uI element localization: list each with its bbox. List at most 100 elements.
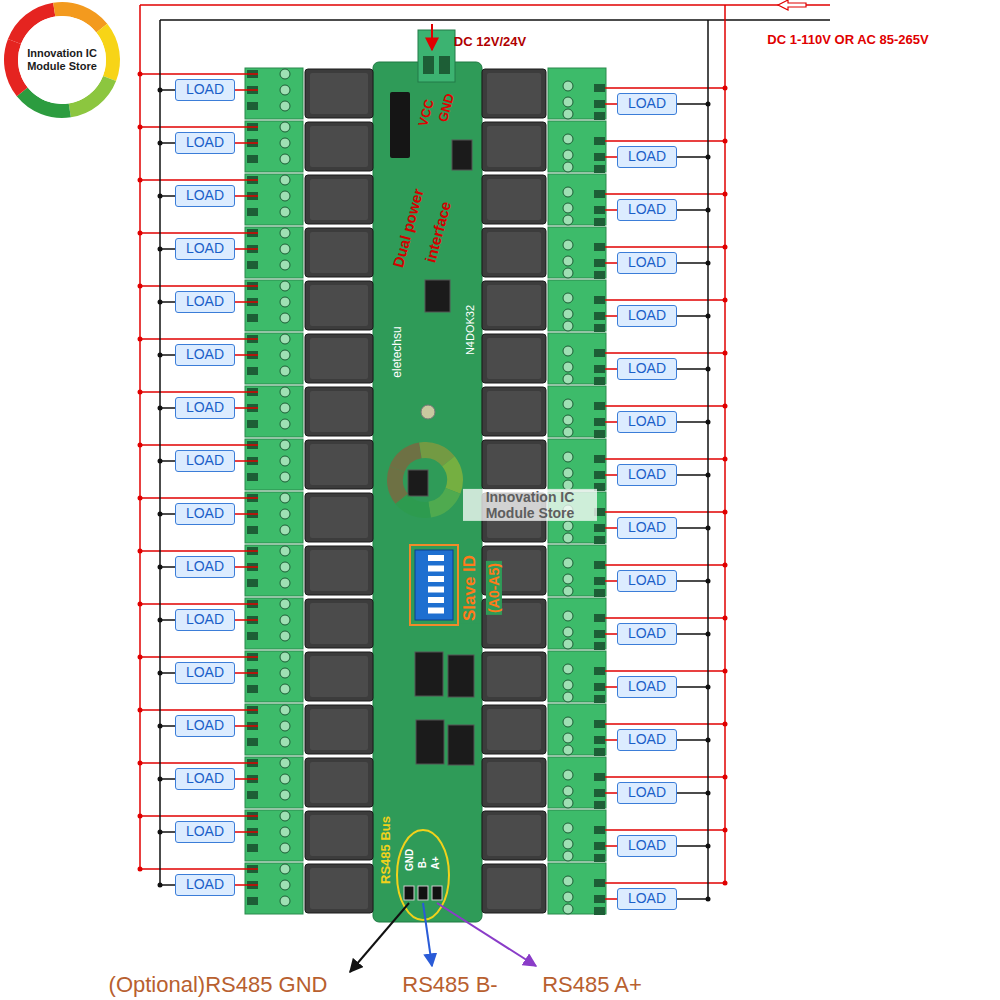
terminal-entry xyxy=(594,683,605,691)
relay xyxy=(305,69,373,118)
relay xyxy=(305,599,373,648)
relay-top xyxy=(487,815,541,856)
load-label: LOAD xyxy=(628,573,666,588)
terminal-entry xyxy=(594,137,605,145)
watermark-ring-segment xyxy=(387,466,408,504)
relay xyxy=(305,493,373,542)
terminal-screw xyxy=(280,313,290,323)
live-wire xyxy=(605,776,725,778)
dip-lever xyxy=(428,597,444,603)
relay xyxy=(482,175,546,224)
relay-top xyxy=(310,285,368,326)
load-label: LOAD xyxy=(628,891,666,906)
terminal-screw xyxy=(280,154,290,164)
terminal-entry xyxy=(594,642,605,650)
terminal-screw xyxy=(563,97,573,107)
relay-top xyxy=(487,232,541,273)
load-label: LOAD xyxy=(628,626,666,641)
dip-lever xyxy=(428,587,444,593)
live-wire xyxy=(605,209,617,211)
load-label: LOAD xyxy=(186,294,224,309)
terminal-entry xyxy=(594,365,605,373)
live-wire xyxy=(235,248,258,250)
terminal-screw xyxy=(280,758,290,768)
load-label: LOAD xyxy=(186,665,224,680)
ic-chip xyxy=(448,655,474,697)
load-box: LOAD xyxy=(617,358,677,380)
terminal-block xyxy=(245,863,303,914)
terminal-screw xyxy=(280,472,290,482)
watermark: Innovation IC Module Store xyxy=(463,489,597,521)
load-label: LOAD xyxy=(628,308,666,323)
relay xyxy=(305,705,373,754)
load-label: LOAD xyxy=(186,824,224,839)
dc-jack xyxy=(390,92,410,158)
terminal-entry xyxy=(594,879,605,887)
terminal-entry xyxy=(247,579,258,587)
live-wire xyxy=(605,617,725,619)
live-wire xyxy=(235,354,258,356)
live-wire xyxy=(605,511,725,513)
relay-top xyxy=(310,338,368,379)
relay xyxy=(482,864,546,913)
terminal-screw xyxy=(280,207,290,217)
terminal-screw xyxy=(280,85,290,95)
terminal-screw xyxy=(563,692,573,702)
relay xyxy=(482,652,546,701)
live-wire xyxy=(140,709,258,711)
load-label: LOAD xyxy=(628,467,666,482)
terminal-screw xyxy=(563,240,573,250)
ic-chip xyxy=(416,720,444,764)
terminal-entry xyxy=(594,854,605,862)
header-pin xyxy=(418,886,428,900)
relay xyxy=(305,175,373,224)
terminal-block xyxy=(245,810,303,861)
relay xyxy=(305,228,373,277)
load-box: LOAD xyxy=(617,517,677,539)
dip-lever xyxy=(428,608,444,614)
terminal-entry xyxy=(594,218,605,226)
relay-top xyxy=(487,656,541,697)
load-label: LOAD xyxy=(628,732,666,747)
live-wire xyxy=(235,831,258,833)
load-label: LOAD xyxy=(628,255,666,270)
live-wire xyxy=(140,656,258,658)
load-label: LOAD xyxy=(186,241,224,256)
terminal-screw xyxy=(563,321,573,331)
terminal-screw xyxy=(563,786,573,796)
relay xyxy=(482,228,546,277)
power-input-label: DC 12V/24V xyxy=(454,35,526,50)
live-wire xyxy=(605,299,725,301)
terminal-screw xyxy=(280,811,290,821)
terminal-screw xyxy=(280,456,290,466)
terminal-entry xyxy=(594,907,605,915)
watermark-logo xyxy=(387,442,463,518)
terminal-screw xyxy=(280,403,290,413)
load-label: LOAD xyxy=(628,679,666,694)
load-box: LOAD xyxy=(617,835,677,857)
relay-top xyxy=(487,868,541,909)
terminal-screw xyxy=(563,823,573,833)
terminal-entry xyxy=(594,773,605,781)
pin-label: GND xyxy=(404,849,416,871)
terminal-screw xyxy=(563,745,573,755)
live-wire xyxy=(235,460,258,462)
dip-lever xyxy=(428,555,444,561)
terminal-screw xyxy=(280,843,290,853)
terminal-screw xyxy=(280,281,290,291)
live-wire xyxy=(140,179,258,181)
terminal-screw xyxy=(563,468,573,478)
load-box: LOAD xyxy=(617,464,677,486)
neutral-wire xyxy=(677,474,708,476)
terminal-entry xyxy=(247,420,258,428)
load-box: LOAD xyxy=(175,79,235,101)
live-wire xyxy=(605,739,617,741)
terminal-screw xyxy=(563,362,573,372)
ic-chip xyxy=(408,470,428,496)
terminal-screw xyxy=(563,733,573,743)
relay-top xyxy=(310,232,368,273)
terminal-entry xyxy=(594,271,605,279)
terminal-screw xyxy=(280,334,290,344)
live-wire xyxy=(605,580,617,582)
